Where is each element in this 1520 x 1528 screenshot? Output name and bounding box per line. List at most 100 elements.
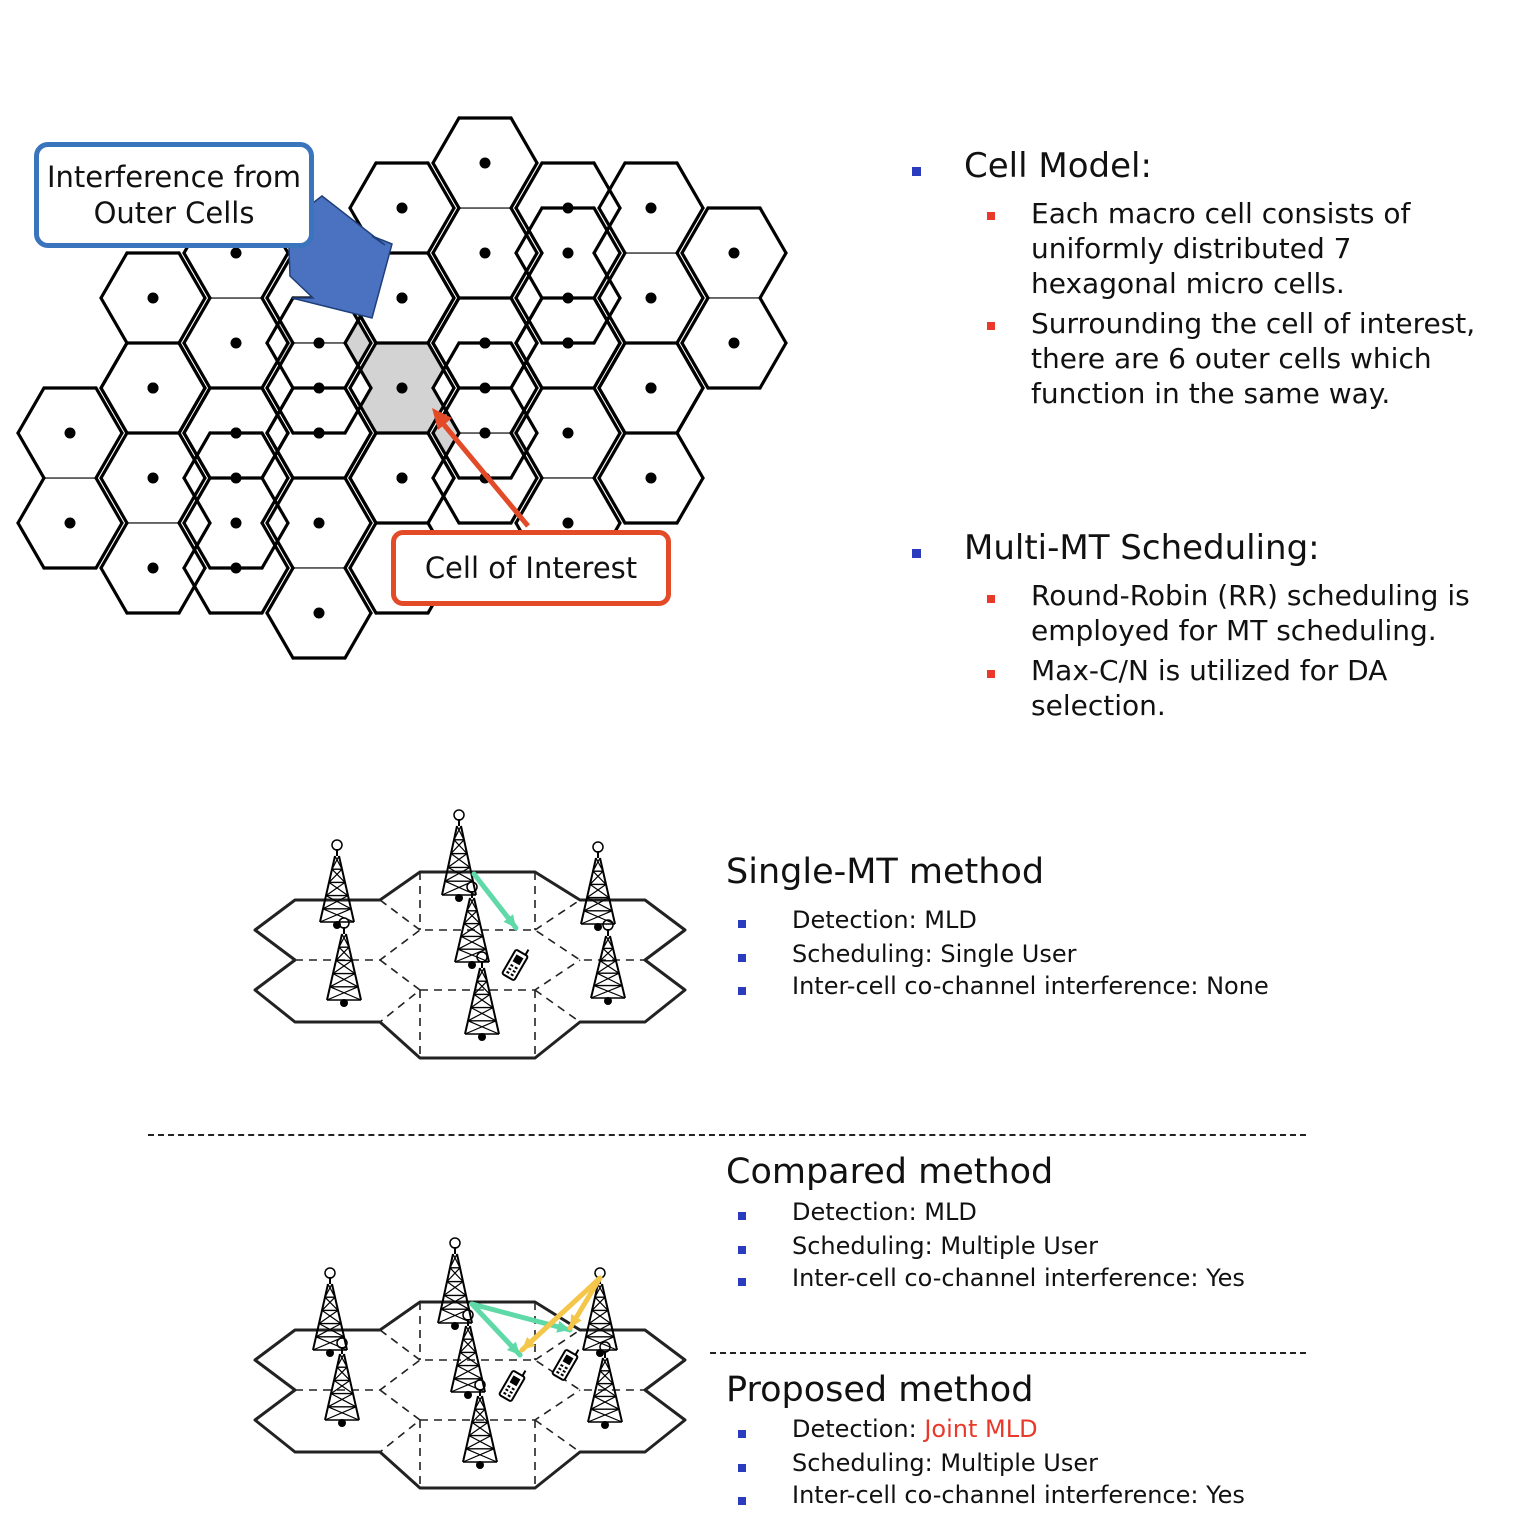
macro-cell-border — [16, 476, 46, 525]
macro-cell-border — [509, 296, 539, 345]
scheduling-item-1: Round-Robin (RR) scheduling is employed … — [1031, 579, 1470, 647]
scheduling-item-bullet — [987, 670, 995, 678]
compared-detection: Detection: MLD — [792, 1198, 977, 1226]
compared-bullet — [738, 1278, 746, 1286]
macro-cell-border — [675, 341, 705, 390]
macro-cell-border — [514, 206, 544, 255]
base-station-dot — [479, 157, 491, 169]
macro-cell-border — [16, 521, 46, 570]
macro-cell-border — [348, 476, 378, 525]
macro-cell-border — [94, 386, 124, 435]
macro-cell-border — [509, 431, 539, 480]
macro-cell-border — [675, 386, 705, 435]
tower-icon — [326, 917, 362, 1007]
base-station-dot — [230, 247, 242, 259]
macro-cell-border — [343, 386, 373, 435]
method-divider — [710, 1352, 1306, 1354]
base-station-dot — [313, 427, 325, 439]
macro-cell-border — [426, 476, 456, 525]
single-mt-detection: Detection: MLD — [792, 906, 977, 934]
proposed-bullet — [738, 1430, 746, 1438]
macro-cell-border — [509, 206, 539, 255]
macro-cell-border — [177, 476, 207, 525]
macro-cell-border — [348, 161, 378, 210]
base-station-dot — [479, 427, 491, 439]
macro-cell-border — [343, 566, 373, 615]
macro-cell-border — [265, 566, 295, 615]
base-station-dot — [396, 382, 408, 394]
macro-cell-border — [431, 476, 461, 525]
macro-cell-border — [177, 521, 207, 570]
macro-cell-border — [675, 431, 705, 480]
base-station-dot — [728, 247, 740, 259]
compared-bullet — [738, 1212, 746, 1220]
macro-cell-border — [182, 521, 212, 570]
macro-cell-border — [182, 296, 212, 345]
base-station-dots — [64, 157, 740, 619]
macro-cell-border — [182, 341, 212, 390]
compared-scheduling: Scheduling: Multiple User — [792, 1232, 1099, 1260]
base-station-dot — [728, 337, 740, 349]
macro-cell-border — [514, 296, 544, 345]
macro-cell-border — [182, 251, 212, 300]
macro-cell-border — [426, 431, 456, 480]
macro-cell-border — [426, 206, 456, 255]
macro-cell-border — [509, 386, 539, 435]
macro-cell-border — [514, 431, 544, 480]
macro-cell-border — [680, 206, 710, 255]
tower-icon — [319, 839, 355, 929]
tower-icon — [437, 1237, 473, 1330]
base-station-dot — [230, 472, 242, 484]
macro-cell-border — [758, 296, 788, 345]
macro-cell-border — [758, 206, 788, 255]
proposed-bullet — [738, 1497, 746, 1505]
macro-cell-border — [426, 161, 456, 210]
macro-cell-border — [592, 386, 622, 435]
macro-cell-border — [99, 521, 129, 570]
macro-cell-border — [260, 521, 290, 570]
interference-arrow — [287, 195, 393, 319]
cell-model-item-2: Surrounding the cell of interest, there … — [1031, 307, 1476, 410]
tower-icon — [587, 1341, 623, 1429]
single-mt-bullet — [738, 954, 746, 962]
macro-cell-border — [260, 251, 290, 300]
macro-cell-border — [426, 386, 456, 435]
macro-cell-border — [758, 341, 788, 390]
macro-cell-border — [509, 251, 539, 300]
macro-cell-border — [675, 161, 705, 210]
macro-cell-border — [431, 341, 461, 390]
macro-cell-border — [94, 521, 124, 570]
macro-cell-border — [431, 116, 461, 165]
base-station-dot — [645, 472, 657, 484]
cell-model-heading: Cell Model: — [964, 146, 1152, 186]
macro-cell-border — [431, 251, 461, 300]
macro-cell-border — [597, 296, 627, 345]
macro-cell-border — [592, 296, 622, 345]
macro-cell-border — [509, 476, 539, 525]
macro-cell-border — [343, 521, 373, 570]
macro-cell-border — [265, 296, 295, 345]
macro-cell-border — [675, 476, 705, 525]
macro-cell-border — [99, 251, 129, 300]
macro-cell-border — [348, 386, 378, 435]
macro-cell-border — [597, 476, 627, 525]
base-station-dot — [147, 382, 159, 394]
base-station-dot — [645, 292, 657, 304]
macro-cell-border — [509, 116, 539, 165]
macro-cell-border — [182, 431, 212, 480]
macro-cell-border — [348, 566, 378, 615]
macro-cell-border — [597, 161, 627, 210]
macro-cell-border — [182, 566, 212, 615]
base-station-dot — [230, 427, 242, 439]
cell-of-interest-arrow — [432, 408, 530, 528]
base-station-dot — [396, 202, 408, 214]
tower-icon — [464, 951, 500, 1041]
macro-cell-border — [426, 296, 456, 345]
proposed-bullet — [738, 1464, 746, 1472]
macro-cell-border — [431, 206, 461, 255]
single-mt-interference: Inter-cell co-channel interference: None — [792, 972, 1269, 1000]
macro-cell-border — [343, 431, 373, 480]
macro-cell-border — [343, 341, 373, 390]
tower-icon — [450, 1309, 486, 1399]
proposed-detection-highlight: Joint MLD — [924, 1415, 1038, 1443]
